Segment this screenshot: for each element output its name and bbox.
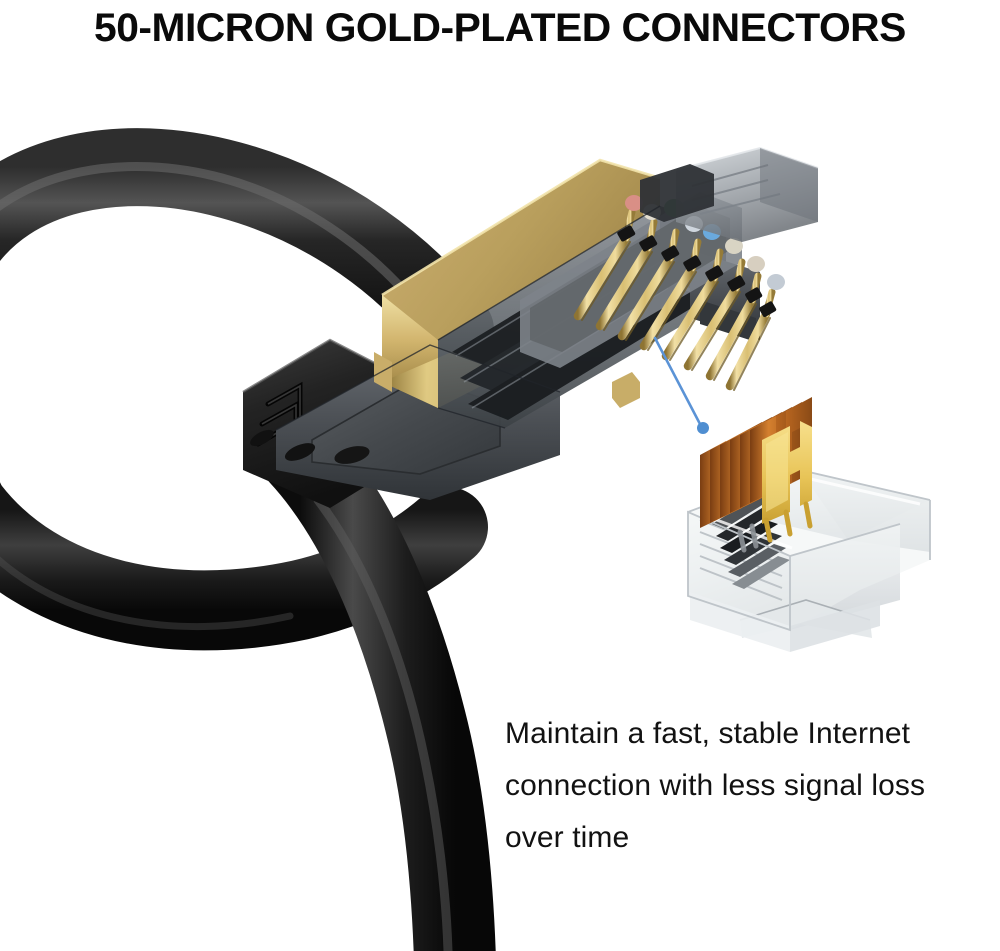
callout-line — [653, 336, 702, 426]
description-line-2: connection with less signal loss — [505, 769, 926, 802]
ethernet-cable-loop — [0, 128, 496, 951]
description-line-3: over time — [505, 821, 630, 854]
inset-plug-body — [687, 469, 931, 652]
callout-dot — [697, 422, 709, 434]
latch-nub — [612, 372, 640, 408]
gold-contact-pins — [573, 208, 777, 391]
rj45-connector-main — [242, 146, 819, 508]
feature-description: Maintain a fast, stable Internet connect… — [505, 708, 997, 864]
description-line-1: Maintain a fast, stable Internet — [505, 717, 911, 750]
inset-gold-contacts — [700, 397, 813, 553]
headline-banner: 50-MICRON GOLD-PLATED CONNECTORS — [0, 0, 1000, 56]
inset-contact-slots — [712, 496, 790, 589]
page-title: 50-MICRON GOLD-PLATED CONNECTORS — [94, 6, 906, 50]
connector-clear-tip — [675, 146, 819, 242]
